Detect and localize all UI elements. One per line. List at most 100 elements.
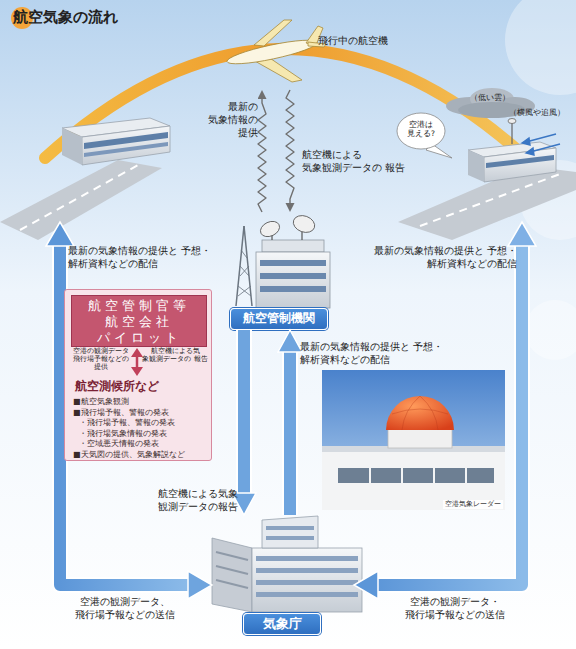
node-text: 気象庁 (243, 613, 321, 635)
jma-building-part (256, 556, 358, 561)
sky-circles-part (505, 0, 576, 95)
wind-arrows-part (526, 134, 556, 142)
left-airport-part (0, 160, 162, 240)
diagram-title: 航空気象の流れ (13, 8, 118, 28)
control-building-part (262, 240, 324, 252)
edge-label: 最新の 気象情報の 提供 (194, 100, 258, 139)
note-label: （低い雲） (458, 93, 522, 103)
radar-photo-part (401, 468, 403, 483)
left-loop-arrow-part (188, 571, 212, 599)
left-airport (0, 118, 170, 240)
radar-photo-part (392, 396, 448, 430)
left-airport-part (82, 126, 170, 165)
node-text: ■天気図の提供、気象解説など (73, 450, 185, 460)
edge-label: 航空機による気象 観測データの報告 (126, 487, 238, 513)
jma-building-part (256, 568, 358, 573)
jma-building-part (266, 536, 314, 540)
flight-arc (45, 49, 515, 158)
radar-photo-part (386, 396, 454, 430)
jma-building-part (266, 526, 314, 530)
node-text: ・飛行場気象情報の発表 (79, 429, 167, 439)
airplane-node: 飛行中の航空機 (218, 14, 408, 90)
edge-layer (244, 90, 294, 515)
control-building-part (260, 286, 326, 292)
left-airport-part (20, 164, 140, 230)
left-loop-arrow (46, 222, 212, 599)
node-text: ・空域悪天情報の発表 (79, 439, 159, 449)
note-label: （横風や追風） (498, 108, 576, 118)
jma-building-part (256, 592, 358, 597)
left-airport-part (84, 142, 168, 157)
right-airport (398, 88, 576, 240)
radar-photo-part (388, 428, 452, 448)
user-box: 航空管制官等 航空会社 パイロット (71, 295, 207, 347)
control-building-part (240, 266, 249, 276)
radar-photo-part (338, 468, 494, 483)
right-airport-part (468, 150, 484, 182)
bubble-shape (397, 113, 445, 149)
radar-photo (322, 370, 505, 510)
radar-photo-part (433, 468, 435, 483)
radar-photo-part (322, 370, 505, 510)
control-building-part (241, 250, 247, 258)
control-building (236, 213, 330, 308)
node-text: 航空測候所など (75, 379, 159, 395)
wind-arrows (522, 134, 560, 155)
note-label: 最新の気象情報の提供と 予想・解析資料などの配信 (68, 244, 238, 270)
node-text: 空港は 見える? (401, 120, 441, 139)
node-text: ・飛行場予報、警報の発表 (79, 418, 175, 428)
node-text: 飛行中の航空機 (318, 34, 388, 47)
jma-building-part (216, 566, 248, 574)
jma-building-part (212, 538, 252, 612)
control-building-part (258, 218, 282, 239)
control-building-part (260, 273, 326, 279)
jma-building (212, 516, 362, 612)
note-label: 最新の気象情報の提供と 予想・解析資料などの配信 (345, 244, 517, 270)
right-loop-arrow-part (376, 244, 522, 585)
edge-label: 航空機による 気象観測データの 報告 (302, 148, 406, 174)
left-airport-part (62, 128, 82, 165)
control-building-part (238, 286, 251, 296)
right-loop-arrow (354, 222, 536, 599)
wind-arrows-part (526, 148, 534, 155)
control-building-part (240, 266, 249, 276)
jma-box: 気象庁 (198, 515, 368, 637)
right-airport-part (486, 155, 554, 168)
node-text: 航空管制官等 航空会社 パイロット (72, 298, 206, 346)
right-airport-part (511, 122, 512, 144)
sky-circles-part (525, 300, 576, 360)
control-building-part (260, 260, 326, 266)
note-label: 航空機による気 象観測データの 報告 (141, 348, 209, 364)
jma-building-part (252, 548, 362, 612)
right-loop-arrow-part (376, 244, 522, 585)
speech-bubble: 空港は 見える? (396, 112, 446, 150)
radar-photo: 空港気象レーダー (322, 370, 505, 510)
control-agency-box: 航空管制機関 (228, 212, 332, 330)
radar-photo-part (369, 468, 371, 483)
node-text: 空港気象レーダー (443, 500, 503, 509)
right-loop-arrow-part (354, 571, 378, 599)
right-airport-part (420, 174, 560, 226)
node-text: ■飛行場予報、警報の発表 (73, 408, 169, 418)
left-loop-arrow-part (46, 222, 74, 246)
airplane (226, 20, 326, 82)
note-label: 空港の観測データ・ 飛行場予報などの送信 (370, 595, 540, 621)
radar-photo-part (322, 452, 505, 510)
note-label: 空港の観測データ、 飛行場予報などの送信 (40, 595, 210, 621)
jma-building-part (256, 580, 358, 585)
radio-link (286, 90, 294, 203)
control-building-part (238, 286, 251, 296)
radar-photo-part (465, 468, 467, 483)
node-text: 航空管制機関 (230, 308, 328, 330)
flow-arrow (238, 330, 250, 493)
right-loop-arrow-part (508, 222, 536, 246)
radio-link (258, 99, 266, 212)
node-text: ■航空気象観測 (73, 397, 129, 407)
edge-label: 最新の気象情報の提供と 予想・解析資料などの配信 (300, 340, 472, 366)
wind-arrows-part (530, 144, 560, 152)
jma-building-part (262, 516, 318, 548)
right-airport-part (484, 148, 556, 182)
wind-arrows-part (522, 138, 530, 145)
